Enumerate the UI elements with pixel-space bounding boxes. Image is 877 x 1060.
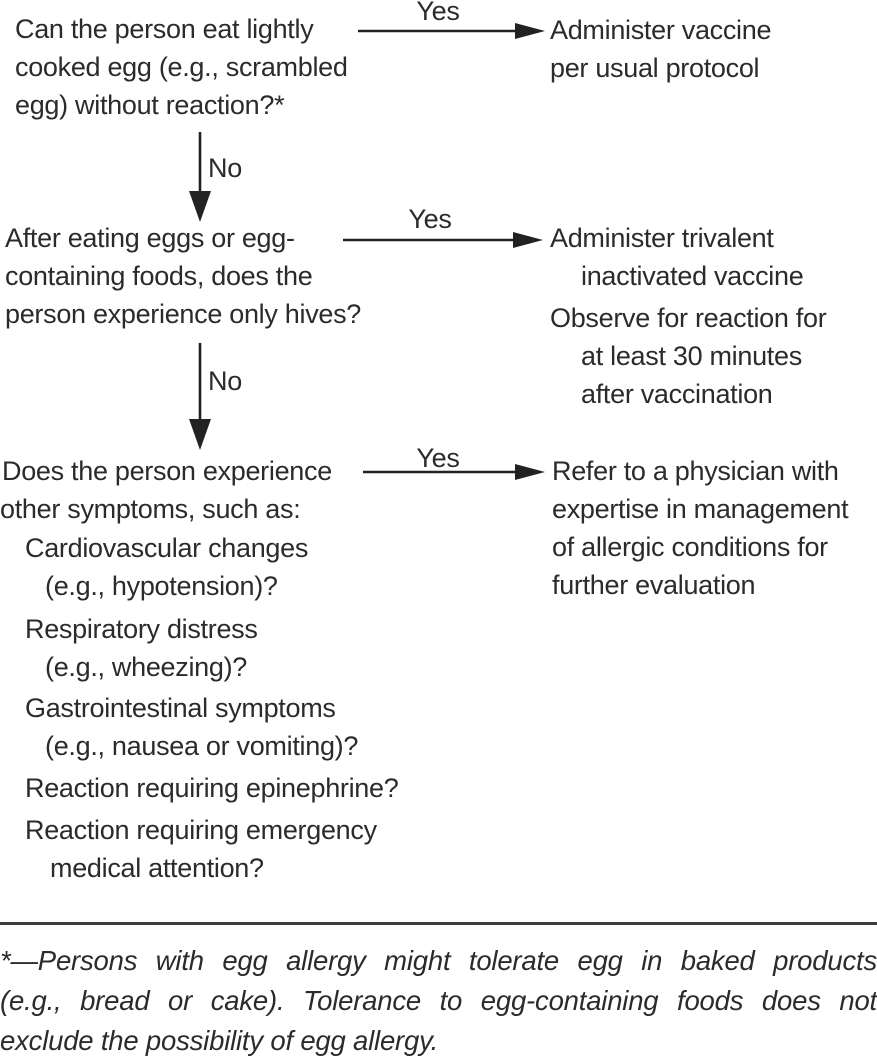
no-arrow-1 <box>189 132 211 222</box>
question-2-line: After eating eggs or egg- <box>5 223 295 253</box>
yes-label-1: Yes <box>416 0 460 26</box>
no-arrow-2 <box>189 343 211 450</box>
outcome-2-line: Administer trivalent <box>550 223 774 253</box>
outcome-3-line: of allergic conditions for <box>552 532 828 562</box>
no-label-2: No <box>208 366 242 396</box>
outcome-2-line: at least 30 minutes <box>581 341 802 371</box>
question-3-symptom-detail: (e.g., hypotension)? <box>45 571 278 601</box>
yes-arrow-3 <box>363 464 545 480</box>
yes-arrow-2 <box>343 232 543 248</box>
question-3-symptom-detail: medical attention? <box>50 853 264 883</box>
divider-rule <box>0 922 877 925</box>
outcome-1-line: Administer vaccine <box>550 15 772 45</box>
yes-label-2: Yes <box>408 204 452 234</box>
question-3-line: other symptoms, such as: <box>0 494 301 524</box>
footnote-line: exclude the possibility of egg allergy. <box>0 1025 439 1056</box>
question-3-symptom-detail: (e.g., wheezing)? <box>45 652 248 682</box>
outcome-2-line: inactivated vaccine <box>581 261 804 291</box>
yes-label-3: Yes <box>416 443 460 473</box>
outcome-2-line: Observe for reaction for <box>550 303 827 333</box>
outcome-2-line: after vaccination <box>581 379 773 409</box>
question-2-line: containing foods, does the <box>5 261 313 291</box>
question-3-symptom-detail: (e.g., nausea or vomiting)? <box>45 731 359 761</box>
yes-arrow-1 <box>358 23 545 39</box>
footnote-line: *—Persons with egg allergy might tolerat… <box>0 945 877 976</box>
outcome-3-line: Refer to a physician with <box>552 456 839 486</box>
question-2-line: person experience only hives? <box>5 299 362 329</box>
question-3-symptom: Gastrointestinal symptoms <box>25 693 336 723</box>
question-1-line: Can the person eat lightly <box>15 14 314 44</box>
question-1-line: cooked egg (e.g., scrambled <box>15 52 348 82</box>
footnote: *—Persons with egg allergy might tolerat… <box>0 941 877 1060</box>
no-label-1: No <box>208 153 242 183</box>
question-3-line: Does the person experience <box>2 456 332 486</box>
outcome-1-line: per usual protocol <box>550 53 760 83</box>
question-3-symptom: Reaction requiring emergency <box>25 815 377 845</box>
outcome-3-line: further evaluation <box>552 570 756 600</box>
footnote-line: (e.g., bread or cake). Tolerance to egg-… <box>0 985 877 1016</box>
question-3-symptom: Respiratory distress <box>25 614 258 644</box>
question-3-symptom: Reaction requiring epinephrine? <box>25 773 399 803</box>
question-1-line: egg) without reaction?* <box>15 90 285 120</box>
question-3-symptom: Cardiovascular changes <box>25 533 309 563</box>
outcome-3-line: expertise in management <box>552 494 849 524</box>
